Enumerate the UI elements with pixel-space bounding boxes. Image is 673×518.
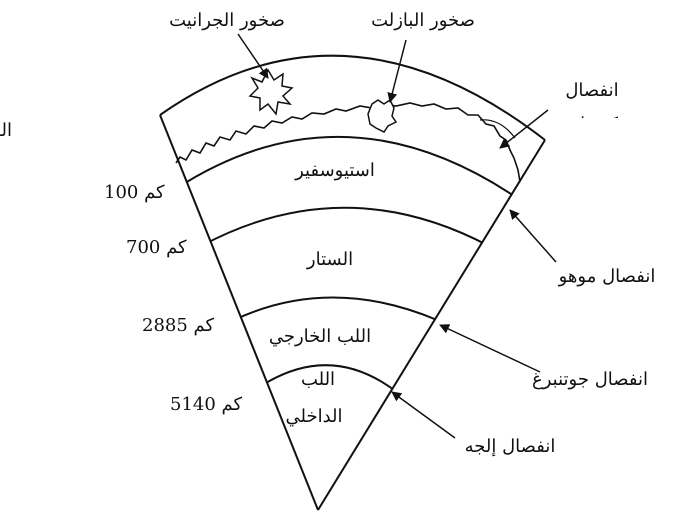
conrad-label: انفصال: [565, 80, 618, 101]
depth-700-label: 700 كم: [126, 237, 187, 258]
gutenberg-label: انفصال جوتنبرغ: [532, 369, 648, 390]
gutenberg-arrow: [439, 324, 541, 373]
conrad-label-partial: كونراد: [572, 114, 618, 135]
inner-core-top-arc: [257, 364, 399, 394]
earth-crust-label: القشرة الأرضية: [0, 118, 12, 141]
surface-arc: [159, 54, 546, 141]
outer-core-label: اللب الخارجي: [269, 326, 371, 347]
moho-arrow: [509, 209, 557, 263]
conrad-arrow: [499, 109, 549, 149]
granite-arrow: [237, 33, 269, 79]
asthenosphere-top-arc: [176, 135, 521, 201]
basalt-arrow: [387, 39, 407, 103]
depth-2885-label: 2885 كم: [142, 315, 215, 336]
granite-rock-symbol: [248, 68, 294, 116]
asthenosphere-label: استيوسفير: [294, 160, 375, 181]
mantle-label: الستار: [306, 249, 353, 270]
mantle-top-arc: [202, 206, 490, 247]
moho-label: انفصال موهو: [558, 266, 656, 287]
wedge-left-edge: [159, 114, 319, 511]
crust-rugged-boundary: [175, 102, 521, 183]
depth-5140-label: 5140 كم: [170, 394, 243, 415]
conrad-boundary: [479, 119, 516, 139]
granite-rocks-label: صخور الجرانيت: [169, 10, 285, 31]
inner-core-label-line2: الداخلي: [285, 406, 342, 427]
wedge-right-edge: [317, 139, 546, 511]
inner-core-label-line1: اللب: [301, 369, 335, 390]
basalt-rock-symbol: [367, 98, 398, 133]
depth-100-label: 100 كم: [104, 182, 165, 203]
conrad-label-partial-clip: كونراد: [572, 114, 618, 135]
outer-core-top-arc: [233, 296, 438, 321]
basalt-rocks-label: صخور البازلت: [371, 10, 475, 31]
lehmann-label: انفصال إلجه: [465, 436, 556, 457]
lehmann-arrow: [391, 391, 456, 439]
